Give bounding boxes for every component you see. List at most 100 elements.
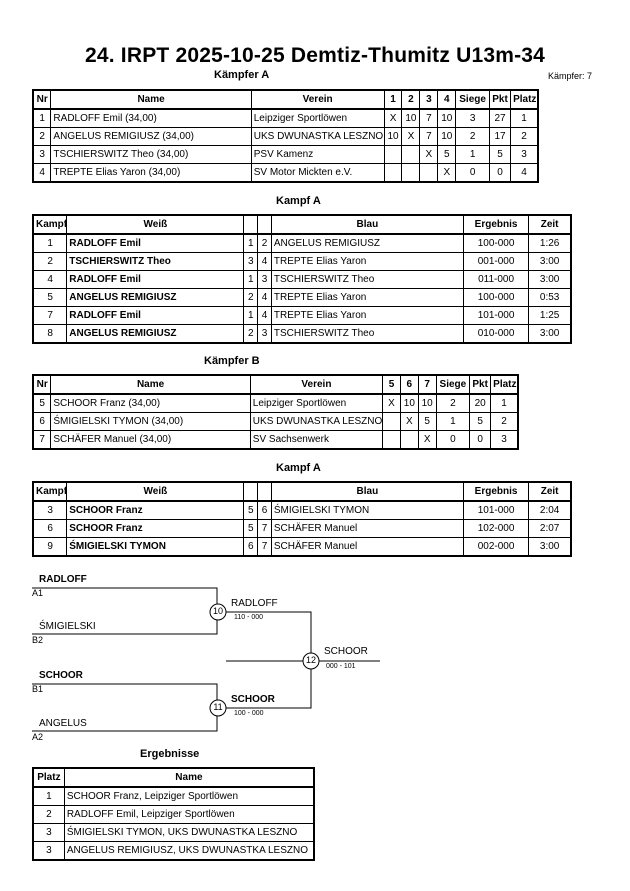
cell-white: ŚMIGIELSKI TYMON (66, 537, 245, 557)
cell-name: SCHÄFER Manuel (34,00) (50, 430, 251, 450)
cell-nr: 3 (32, 145, 52, 164)
header-cell: Weiß (66, 481, 245, 502)
bracket-name-top1: RADLOFF (39, 574, 87, 585)
cell-fight: 6 (32, 519, 68, 538)
match-circle-12 (302, 652, 320, 670)
cell-place: 2 (490, 412, 519, 431)
cell-white: SCHOOR Franz (66, 519, 245, 538)
table-row: 1 RADLOFF Emil (34,00) Leipziger Sportlö… (32, 108, 539, 128)
header-cell: Ergebnis (462, 214, 530, 235)
cell-club: SV Sachsenwerk (249, 430, 384, 450)
header-cell: Name (63, 767, 315, 788)
cell-place: 3 (490, 430, 519, 450)
header-cell: Verein (250, 89, 385, 110)
cell-score: 5 (417, 412, 437, 431)
header-cell: Zeit (528, 481, 572, 502)
m12-winner: SCHOOR (324, 646, 368, 657)
bracket-seed-top2: B2 (32, 635, 44, 645)
cell-name: TSCHIERSWITZ Theo (34,00) (50, 145, 252, 164)
cell-score: 5 (437, 145, 457, 164)
fights-a-heading: Kampf A (276, 195, 321, 207)
cell-score: 10 (437, 127, 457, 146)
group-b-table: Nr Name Verein 5 6 7 Siege Pkt Platz 5 S… (32, 374, 519, 450)
table-row: 3 SCHOOR Franz 5 6 ŚMIGIELSKI TYMON 101-… (32, 500, 572, 520)
table-row: 3 ŚMIGIELSKI TYMON, UKS DWUNASTKA LESZNO (32, 823, 315, 842)
table-row: 2 TSCHIERSWITZ Theo 3 4 TREPTE Elias Yar… (32, 252, 572, 271)
header-cell: Ergebnis (462, 481, 530, 502)
group-a-table: Nr Name Verein 1 2 3 4 Siege Pkt Platz 1… (32, 89, 539, 183)
table-row: 2 RADLOFF Emil, Leipziger Sportlöwen (32, 805, 315, 824)
cell-name: ŚMIGIELSKI TYMON, UKS DWUNASTKA LESZNO (63, 823, 315, 842)
group-b-heading: Kämpfer B (204, 355, 260, 367)
cell-wins: 1 (435, 412, 471, 431)
bracket-name-bot1: SCHOOR (39, 670, 83, 681)
bracket-line-m10-m11 (226, 611, 312, 662)
cell-points: 5 (469, 412, 492, 431)
bracket-seed-bot1: B1 (32, 684, 44, 694)
cell-place: 3 (32, 841, 65, 861)
header-cell: 3 (419, 89, 439, 110)
header-cell: Platz (510, 89, 539, 110)
table-row: 8 ANGELUS REMIGIUSZ 2 3 TSCHIERSWITZ The… (32, 324, 572, 344)
cell-blue: SCHÄFER Manuel (270, 537, 464, 557)
cell-blue: TSCHIERSWITZ Theo (270, 324, 464, 344)
cell-name: RADLOFF Emil, Leipziger Sportlöwen (63, 805, 315, 824)
cell-place: 3 (510, 145, 539, 164)
header-cell: Nr (32, 374, 52, 395)
header-cell: Name (50, 89, 252, 110)
cell-name: ANGELUS REMIGIUSZ, UKS DWUNASTKA LESZNO (63, 841, 315, 861)
cell-score: X (417, 430, 437, 450)
header-cell: Siege (435, 374, 471, 395)
fights-a-table: Kampf Weiß Blau Ergebnis Zeit 1 RADLOFF … (32, 214, 572, 344)
group-b-header-row: Nr Name Verein 5 6 7 Siege Pkt Platz (32, 374, 519, 395)
match-num-11: 11 (213, 702, 223, 712)
m11-score: 100 - 000 (234, 710, 264, 717)
group-a-heading: Kämpfer A (214, 69, 270, 81)
page-title: 24. IRPT 2025-10-25 Demtiz-Thumitz U13m-… (84, 44, 546, 67)
results-heading: Ergebnisse (140, 748, 200, 760)
cell-result: 010-000 (462, 324, 530, 344)
match-circle-10 (209, 603, 227, 621)
header-cell: Kampf (32, 214, 68, 235)
table-row: 6 ŚMIGIELSKI TYMON (34,00) UKS DWUNASTKA… (32, 412, 519, 431)
fights-b-header-row: Kampf Weiß Blau Ergebnis Zeit (32, 481, 572, 502)
cell-club: PSV Kamenz (250, 145, 385, 164)
m10-score: 110 - 000 (234, 614, 264, 621)
table-row: 7 RADLOFF Emil 1 4 TREPTE Elias Yaron 10… (32, 306, 572, 325)
match-num-10: 10 (212, 606, 223, 616)
bracket-seed-top1: A1 (32, 588, 44, 598)
bracket-name-top2: ŚMIGIELSKI (39, 621, 96, 632)
header-cell: Weiß (66, 214, 245, 235)
table-row: 7 SCHÄFER Manuel (34,00) SV Sachsenwerk … (32, 430, 519, 450)
cell-time: 3:00 (528, 537, 572, 557)
table-row: 5 SCHOOR Franz (34,00) Leipziger Sportlö… (32, 393, 519, 413)
table-row: 3 TSCHIERSWITZ Theo (34,00) PSV Kamenz X… (32, 145, 539, 164)
m11-winner: SCHOOR (231, 694, 275, 705)
group-a-header-row: Nr Name Verein 1 2 3 4 Siege Pkt Platz (32, 89, 539, 110)
header-cell: Kampf (32, 481, 68, 502)
header-cell: 4 (437, 89, 457, 110)
fighter-count: Kämpfer: 7 (548, 71, 593, 81)
m10-winner: RADLOFF (231, 598, 278, 609)
cell-place: 3 (32, 823, 65, 842)
match-num-12: 12 (305, 655, 316, 665)
cell-result: 101-000 (462, 306, 530, 325)
cell-place: 1 (32, 786, 65, 806)
cell-name: SCHOOR Franz, Leipziger Sportlöwen (63, 786, 315, 806)
fights-b-heading: Kampf A (276, 462, 321, 474)
cell-place: 4 (510, 163, 539, 183)
cell-name: TREPTE Elias Yaron (34,00) (50, 163, 252, 183)
header-cell: Platz (32, 767, 65, 788)
fights-b-table: Kampf Weiß Blau Ergebnis Zeit 3 SCHOOR F… (32, 481, 572, 557)
cell-club: SV Motor Mickten e.V. (250, 163, 385, 183)
table-row: 9 ŚMIGIELSKI TYMON 6 7 SCHÄFER Manuel 00… (32, 537, 572, 557)
table-row: 1 SCHOOR Franz, Leipziger Sportlöwen (32, 786, 315, 806)
match-circle-11 (209, 699, 227, 717)
header-cell: 7 (417, 374, 437, 395)
cell-blue-nr: 7 (257, 519, 272, 538)
cell-blue: SCHÄFER Manuel (270, 519, 464, 538)
bracket-name-bot2: ANGELUS (39, 718, 87, 729)
cell-place: 2 (32, 805, 65, 824)
cell-white: RADLOFF Emil (66, 306, 245, 325)
